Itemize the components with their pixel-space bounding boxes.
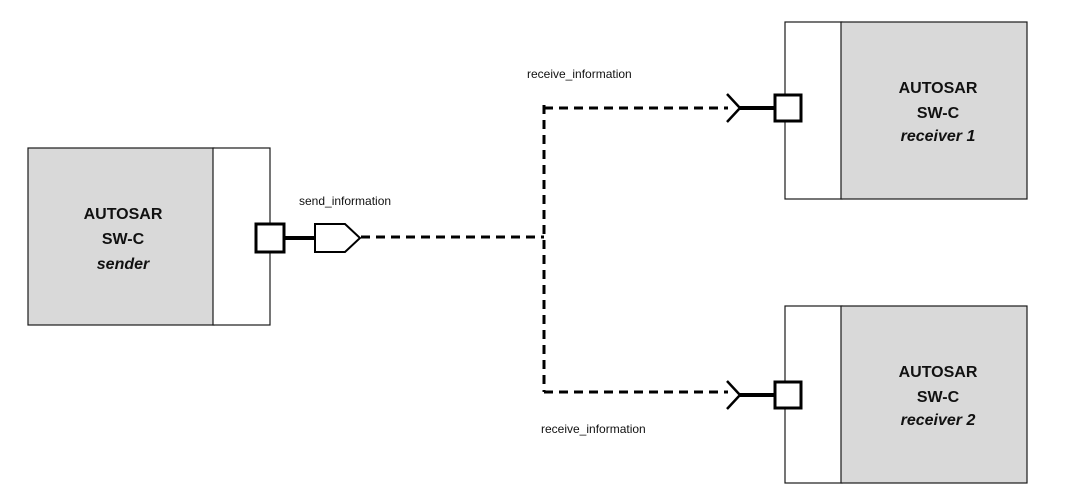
receiver1-role: receiver 1 (901, 128, 976, 145)
send-port-label: send_information (299, 194, 391, 208)
receive2-interface-icon (726, 380, 742, 410)
sender-role: sender (97, 256, 150, 273)
sender-port (254, 222, 362, 254)
receiver2-title: AUTOSAR (899, 364, 978, 381)
sender-type: SW-C (102, 231, 145, 248)
receiver1-port (726, 93, 803, 123)
receiver1-type: SW-C (917, 105, 960, 122)
sender-component: AUTOSAR SW-C sender (27, 147, 271, 326)
receiver1-title: AUTOSAR (899, 80, 978, 97)
receiver1-component: AUTOSAR SW-C receiver 1 (784, 21, 1028, 200)
receiver2-port (726, 380, 803, 410)
sender-title: AUTOSAR (84, 206, 163, 223)
receiver2-type: SW-C (917, 389, 960, 406)
receive1-port-label: receive_information (527, 67, 632, 81)
receiver1-body (840, 21, 1028, 200)
sender-port-square (254, 222, 286, 254)
send-interface-icon (314, 223, 362, 253)
receiver2-component: AUTOSAR SW-C receiver 2 (784, 305, 1028, 484)
receiver2-body (840, 305, 1028, 484)
receive2-port-label: receive_information (541, 422, 646, 436)
sender-body (27, 147, 215, 326)
receive1-interface-icon (726, 93, 742, 123)
receiver2-role: receiver 2 (901, 412, 976, 429)
connectors (361, 105, 728, 394)
receiver2-port-square (773, 380, 803, 410)
receiver1-port-square (773, 93, 803, 123)
